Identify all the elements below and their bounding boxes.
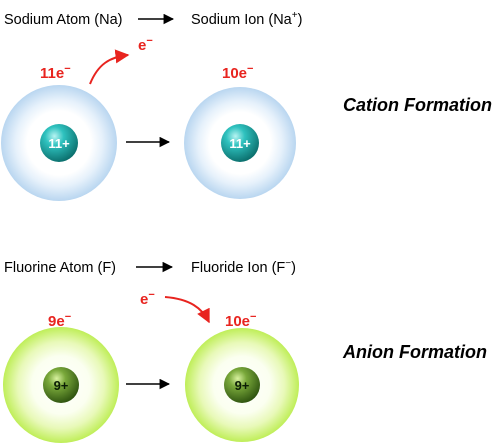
electron-gain-arrow-icon bbox=[164, 296, 210, 324]
sodium-atom-electron-count: 11e− bbox=[40, 63, 71, 82]
electron-release-arrow-icon bbox=[89, 49, 130, 85]
fluorine-atom-nucleus-charge: 9+ bbox=[54, 378, 69, 393]
sodium-ion-electron-count: 10e− bbox=[222, 63, 253, 82]
fluorine-atom-label: Fluorine Atom (F) bbox=[4, 260, 116, 276]
sodium-ion-nucleus bbox=[221, 124, 259, 162]
fluoride-ion-label: Fluoride Ion (F−) bbox=[191, 258, 296, 276]
sodium-ion-label: Sodium Ion (Na+) bbox=[191, 10, 302, 28]
fluorine-atom-nucleus bbox=[43, 367, 79, 403]
fluoride-ion-nucleus-charge: 9+ bbox=[235, 378, 250, 393]
sodium-atom-nucleus bbox=[40, 124, 78, 162]
anion-formation-title: Anion Formation bbox=[342, 342, 487, 362]
fluoride-ion-nucleus bbox=[224, 367, 260, 403]
fluoride-ion-electron-count: 10e− bbox=[225, 311, 256, 330]
sodium-atom-label: Sodium Atom (Na) bbox=[4, 12, 122, 28]
released-electron-label: e− bbox=[138, 35, 153, 54]
sodium-ion-nucleus-charge: 11+ bbox=[229, 136, 251, 151]
cation-formation-title: Cation Formation bbox=[343, 95, 492, 115]
sodium-atom-nucleus-charge: 11+ bbox=[48, 136, 70, 151]
incoming-electron-label: e− bbox=[140, 289, 155, 308]
fluorine-atom-electron-count: 9e− bbox=[48, 311, 71, 330]
